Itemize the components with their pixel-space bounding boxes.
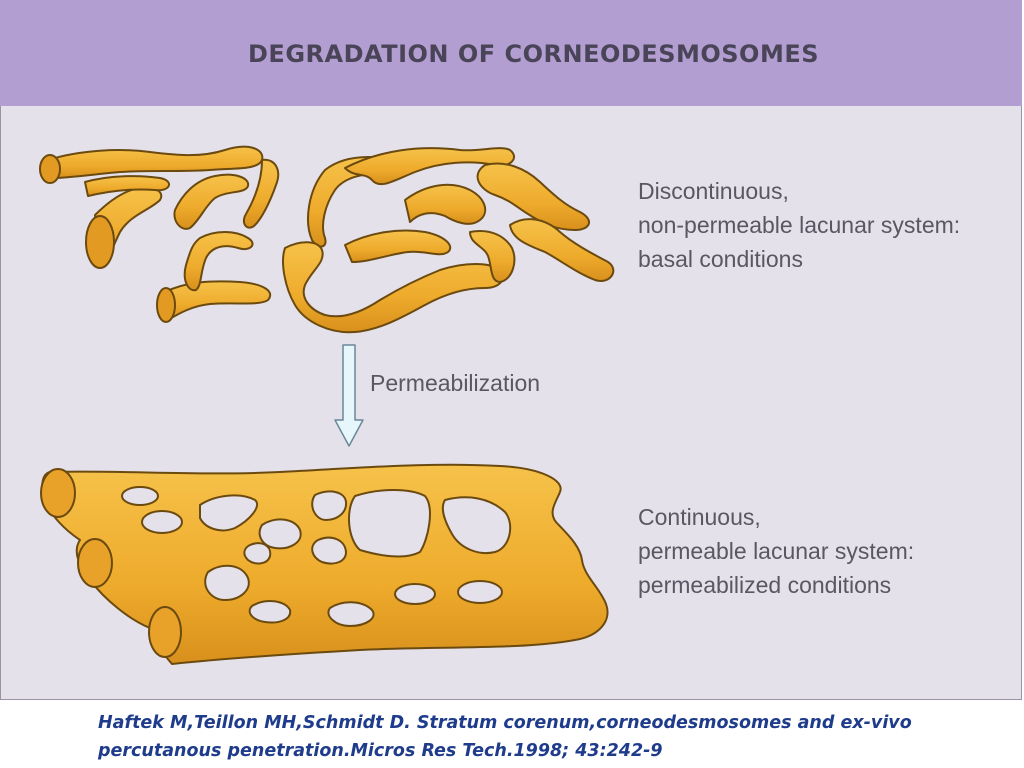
lacuna-opening <box>148 606 182 658</box>
lacuna-segment <box>476 162 590 231</box>
lacuna-segment <box>84 175 170 197</box>
network-hole <box>311 536 348 565</box>
top-state-description: Discontinuous, non-permeable lacunar sys… <box>638 174 960 276</box>
bottom-state-description: Continuous, permeable lacunar system: pe… <box>638 500 914 602</box>
network-hole <box>199 494 258 532</box>
lacuna-segment <box>404 183 487 225</box>
network-hole <box>394 583 436 605</box>
network-hole <box>311 490 348 522</box>
lacuna-segment <box>173 173 250 230</box>
network-hole <box>141 510 183 534</box>
bottom-state-line-3: permeabilized conditions <box>638 572 892 598</box>
network-hole <box>258 518 302 550</box>
top-state-line-3: basal conditions <box>638 246 803 272</box>
citation-line-2: percutanous penetration.Micros Res Tech.… <box>98 741 663 761</box>
lacuna-opening <box>156 287 176 323</box>
bottom-state-line-2: permeable lacunar system: <box>638 538 915 564</box>
network-hole <box>327 601 375 628</box>
title-bar: DEGRADATION OF CORNEODESMOSOMES <box>0 0 1022 106</box>
bottom-state-line-1: Continuous, <box>638 504 761 530</box>
continuous-lacunar-system <box>40 463 609 665</box>
network-hole <box>457 580 503 604</box>
network-hole <box>441 496 512 554</box>
top-state-line-1: Discontinuous, <box>638 178 789 204</box>
lacuna-segment <box>164 280 272 321</box>
network-hole <box>348 489 431 558</box>
permeabilization-arrow <box>334 344 364 447</box>
lacuna-segment <box>469 230 516 283</box>
network-hole <box>121 486 159 506</box>
lacuna-segment <box>183 231 254 292</box>
lacuna-segment <box>47 145 264 179</box>
discontinuous-lacunar-system <box>39 145 615 334</box>
slide-title: DEGRADATION OF CORNEODESMOSOMES <box>248 40 820 68</box>
network-hole <box>204 564 250 602</box>
lacuna-opening <box>77 538 113 588</box>
network-hole <box>243 542 272 565</box>
permeabilization-label: Permeabilization <box>370 370 541 396</box>
network-hole <box>248 600 292 624</box>
lacuna-segment <box>282 241 505 334</box>
lacunar-diagram <box>39 145 615 665</box>
lacuna-segment <box>509 218 615 282</box>
top-state-line-2: non-permeable lacunar system: <box>638 212 961 238</box>
citation-line-1: Haftek M,Teillon MH,Schmidt D. Stratum c… <box>98 713 912 733</box>
network-holes <box>121 486 512 628</box>
citation: Haftek M,Teillon MH,Schmidt D. Stratum c… <box>98 709 912 765</box>
lacuna-opening <box>40 468 76 518</box>
lacuna-opening <box>39 154 61 184</box>
lacuna-segment <box>242 158 280 229</box>
lacuna-opening <box>85 215 115 269</box>
lacuna-segment <box>344 229 452 263</box>
